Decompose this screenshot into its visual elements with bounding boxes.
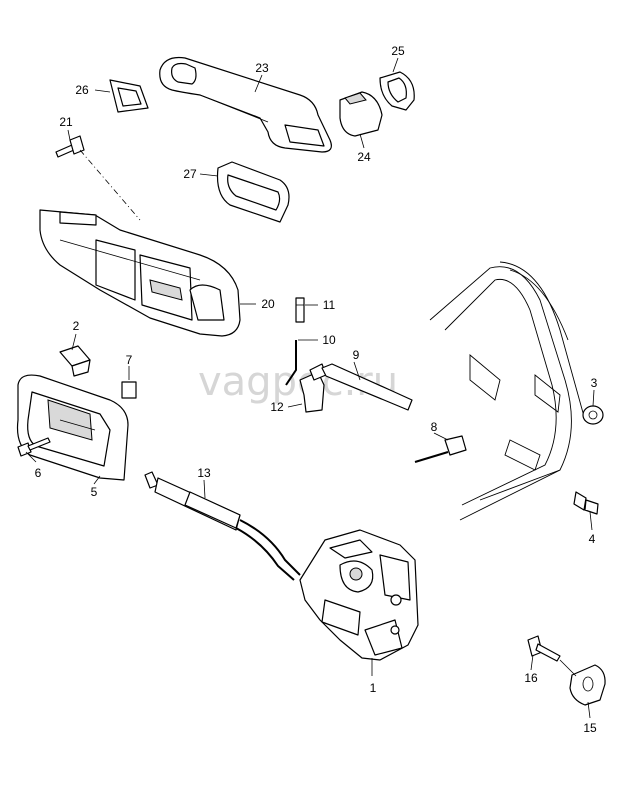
part-26-seal bbox=[109, 79, 149, 113]
callout-27: 27 bbox=[183, 167, 197, 181]
callout-10: 10 bbox=[322, 333, 336, 347]
part-10-rod bbox=[285, 340, 297, 386]
callout-24: 24 bbox=[357, 150, 371, 164]
callout-9: 9 bbox=[353, 348, 360, 362]
callout-26: 26 bbox=[75, 83, 89, 97]
callout-labels: 1 2 3 4 5 6 7 8 9 10 11 12 13 15 16 20 2… bbox=[35, 44, 598, 735]
part-27-gasket bbox=[216, 161, 290, 223]
part-23-outer-handle bbox=[159, 56, 332, 153]
leader-lines bbox=[25, 57, 595, 719]
callout-11: 11 bbox=[323, 298, 336, 312]
callout-25: 25 bbox=[391, 44, 405, 58]
assembly-line-21 bbox=[79, 149, 141, 221]
part-13-cable bbox=[144, 471, 301, 581]
part-2-clip bbox=[59, 345, 91, 377]
part-21-screw bbox=[55, 135, 85, 158]
part-1-door-lock bbox=[299, 529, 419, 661]
callout-4: 4 bbox=[589, 532, 596, 546]
part-5-inner-handle-bezel bbox=[16, 374, 129, 481]
callout-23: 23 bbox=[255, 61, 269, 75]
callout-5: 5 bbox=[91, 485, 98, 499]
part-25-seal bbox=[379, 71, 415, 111]
callout-15: 15 bbox=[583, 721, 597, 735]
part-11-pin bbox=[295, 297, 305, 323]
part-4-bolt bbox=[573, 491, 599, 515]
callout-1: 1 bbox=[370, 681, 377, 695]
callout-7: 7 bbox=[126, 353, 133, 367]
part-9-rod bbox=[321, 363, 413, 411]
part-8-clip bbox=[414, 435, 467, 463]
callout-20: 20 bbox=[261, 297, 275, 311]
callout-12: 12 bbox=[270, 400, 284, 414]
callout-3: 3 bbox=[591, 376, 598, 390]
part-15-striker bbox=[559, 659, 606, 706]
part-7-clip bbox=[121, 381, 137, 399]
part-6-screw bbox=[17, 437, 51, 457]
part-20-handle-carrier bbox=[39, 209, 241, 337]
callout-16: 16 bbox=[524, 671, 538, 685]
callout-21: 21 bbox=[59, 115, 73, 129]
callout-6: 6 bbox=[35, 466, 42, 480]
callout-8: 8 bbox=[431, 420, 438, 434]
part-16-screw bbox=[527, 635, 561, 662]
door-frame bbox=[429, 261, 586, 521]
part-3-grommet bbox=[582, 405, 604, 425]
callout-2: 2 bbox=[73, 319, 80, 333]
part-24-lock-cap bbox=[339, 91, 383, 137]
callout-13: 13 bbox=[197, 466, 211, 480]
